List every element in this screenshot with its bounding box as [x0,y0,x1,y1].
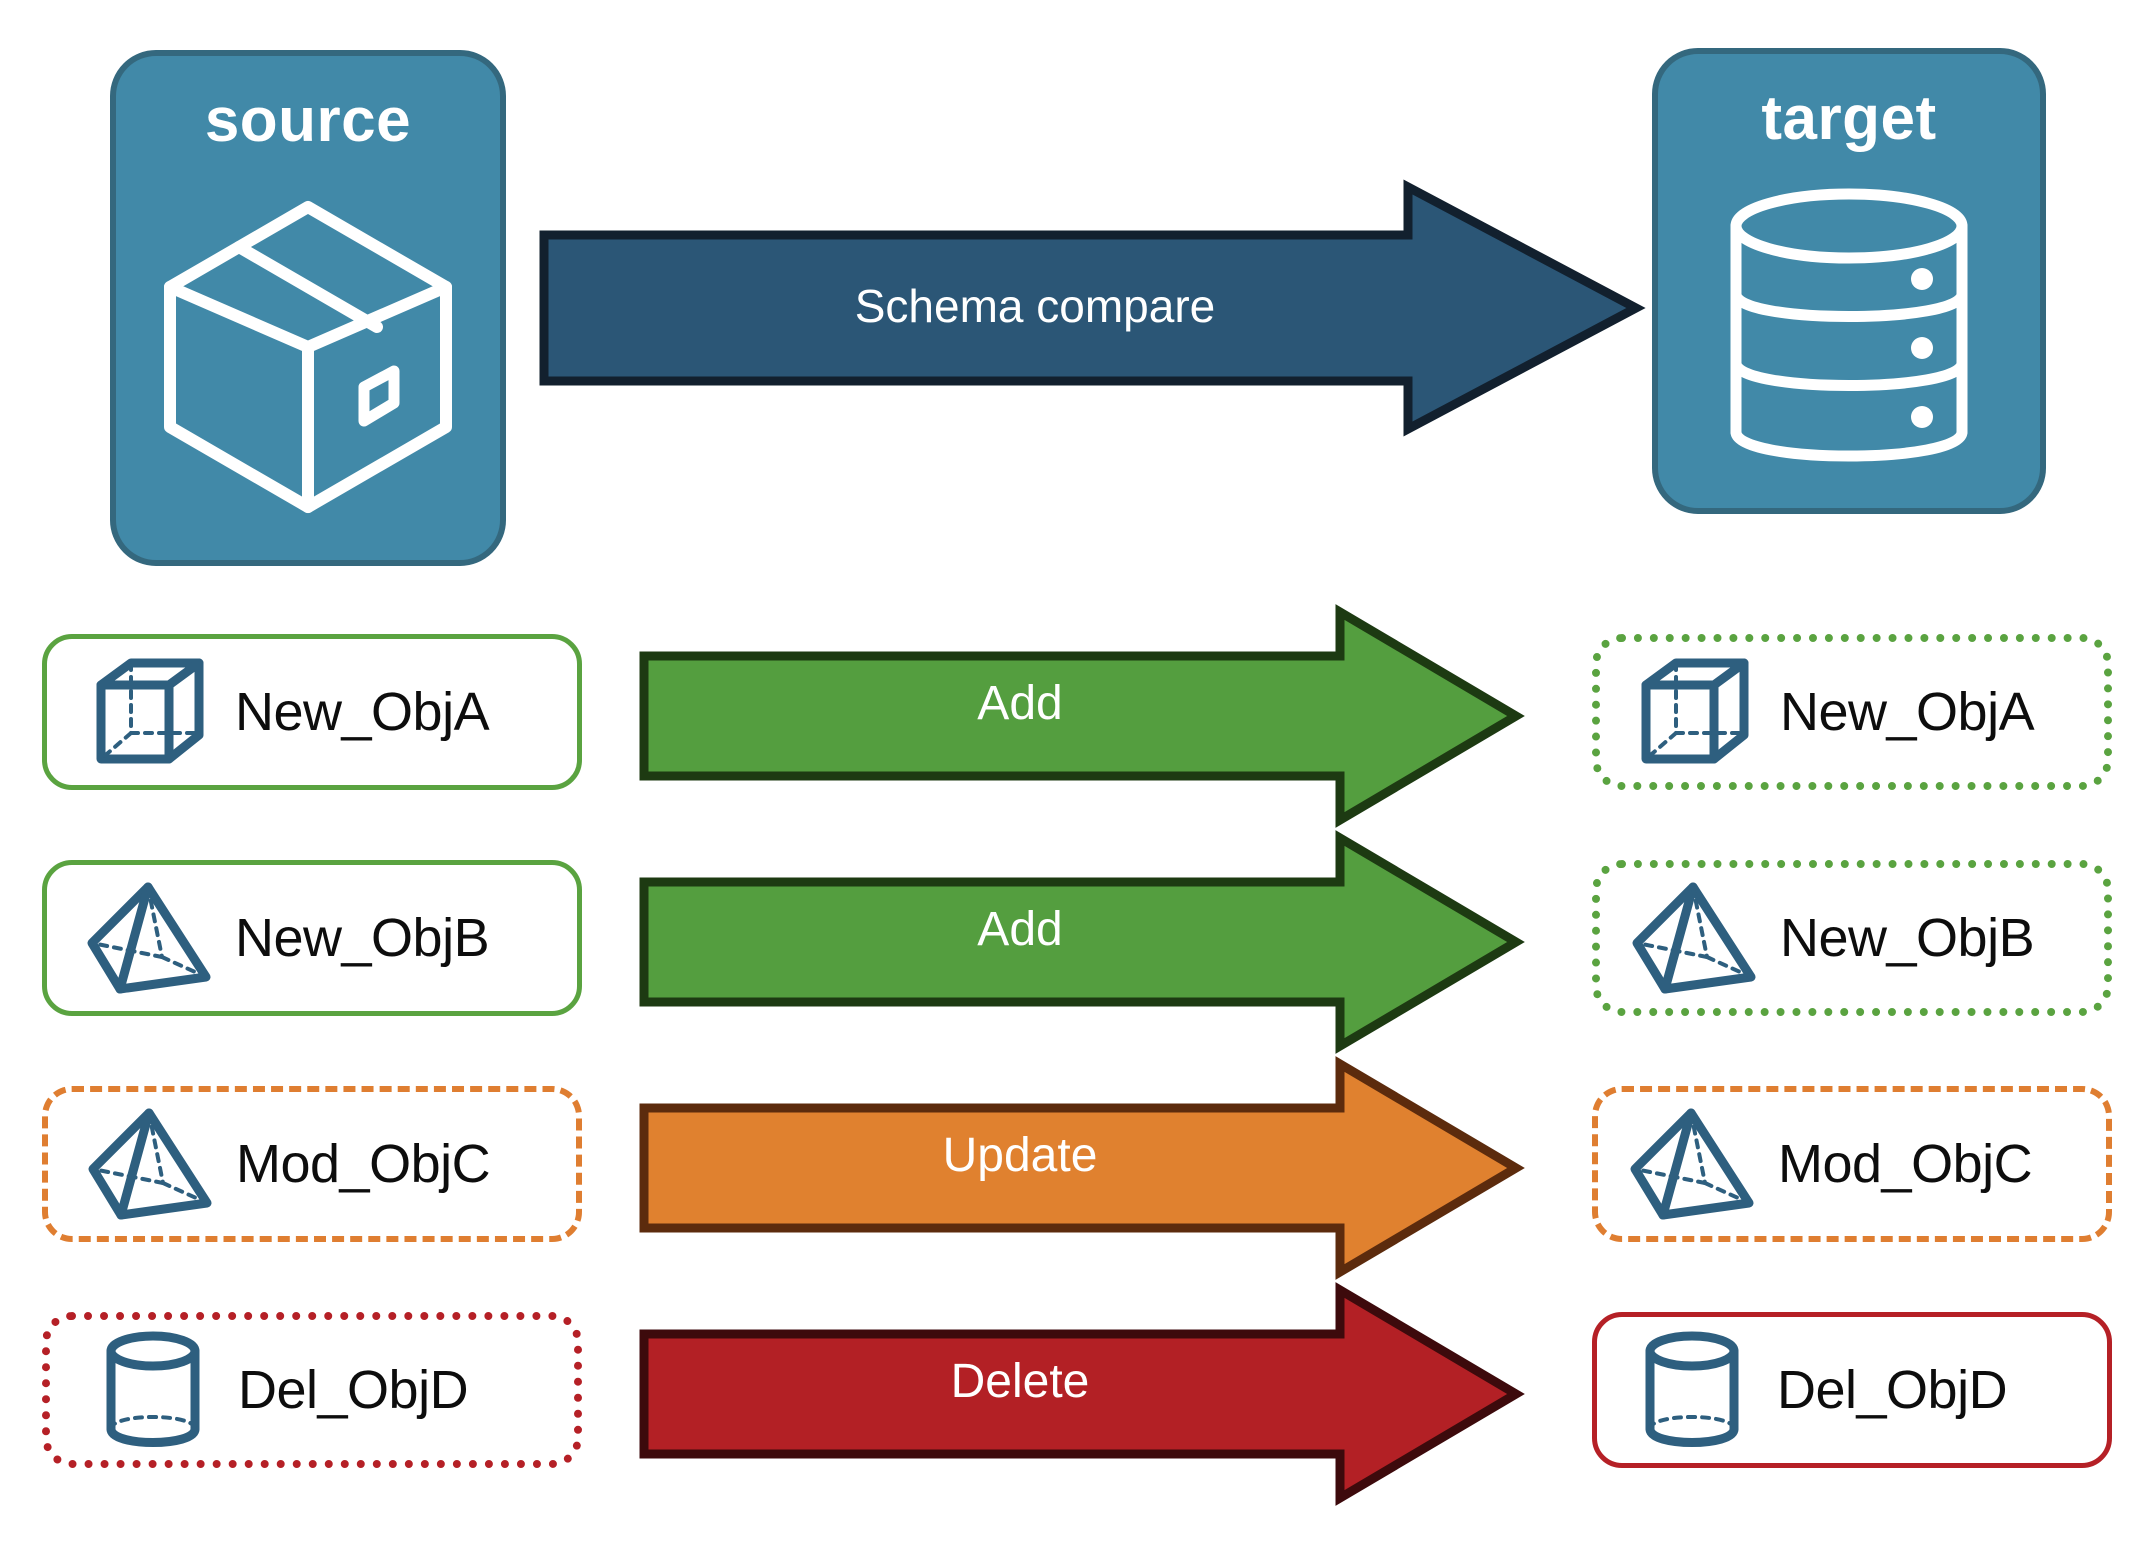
schema-compare-label: Schema compare [854,280,1216,332]
action-arrow-delete[interactable]: Delete [639,1282,1525,1506]
target-object-label: Mod_ObjC [1778,1134,2033,1194]
source-panel[interactable]: source [110,50,506,566]
source-object-card[interactable]: New_ObjA [42,634,582,790]
diff-row: New_ObjA Add [0,604,2150,828]
target-object-card[interactable]: Mod_ObjC [1592,1086,2112,1242]
schema-compare-arrow[interactable]: Schema compare [539,179,1646,437]
action-label: Update [942,1129,1098,1182]
wireframe-pyramid-icon [1618,1104,1768,1224]
diff-row: Mod_ObjC Update [0,1056,2150,1280]
source-object-card[interactable]: New_ObjB [42,860,582,1016]
diff-row: New_ObjB Add [0,830,2150,1054]
source-object-label: Del_ObjD [238,1360,469,1420]
wireframe-cube-icon [75,652,225,772]
action-label: Delete [950,1355,1090,1408]
target-panel[interactable]: target [1652,48,2046,514]
target-object-card[interactable]: New_ObjA [1592,634,2112,790]
source-object-card[interactable]: Del_ObjD [42,1312,582,1468]
wireframe-cube-icon [1620,652,1770,772]
target-title: target [1761,84,1937,153]
source-object-label: New_ObjB [235,908,490,968]
wireframe-pyramid-icon [75,878,225,998]
target-object-card[interactable]: Del_ObjD [1592,1312,2112,1468]
source-object-label: Mod_ObjC [236,1134,491,1194]
wireframe-cylinder-icon [78,1330,228,1450]
wireframe-cylinder-icon [1617,1330,1767,1450]
wireframe-pyramid-icon [1620,878,1770,998]
action-label: Add [977,903,1063,956]
action-arrow-update[interactable]: Update [639,1056,1525,1280]
target-object-label: Del_ObjD [1777,1360,2008,1420]
source-title: source [204,86,412,155]
target-object-label: New_ObjB [1780,908,2035,968]
action-arrow-add[interactable]: Add [639,830,1525,1054]
database-cylinder-icon [1658,150,2040,508]
target-object-card[interactable]: New_ObjB [1592,860,2112,1016]
action-arrow-add[interactable]: Add [639,604,1525,828]
diff-row: Del_ObjD Delete Del_ObjD [0,1282,2150,1506]
action-label: Add [977,677,1063,730]
target-object-label: New_ObjA [1780,682,2035,742]
source-object-card[interactable]: Mod_ObjC [42,1086,582,1242]
source-object-label: New_ObjA [235,682,490,742]
wireframe-pyramid-icon [76,1104,226,1224]
package-box-icon [116,152,500,560]
